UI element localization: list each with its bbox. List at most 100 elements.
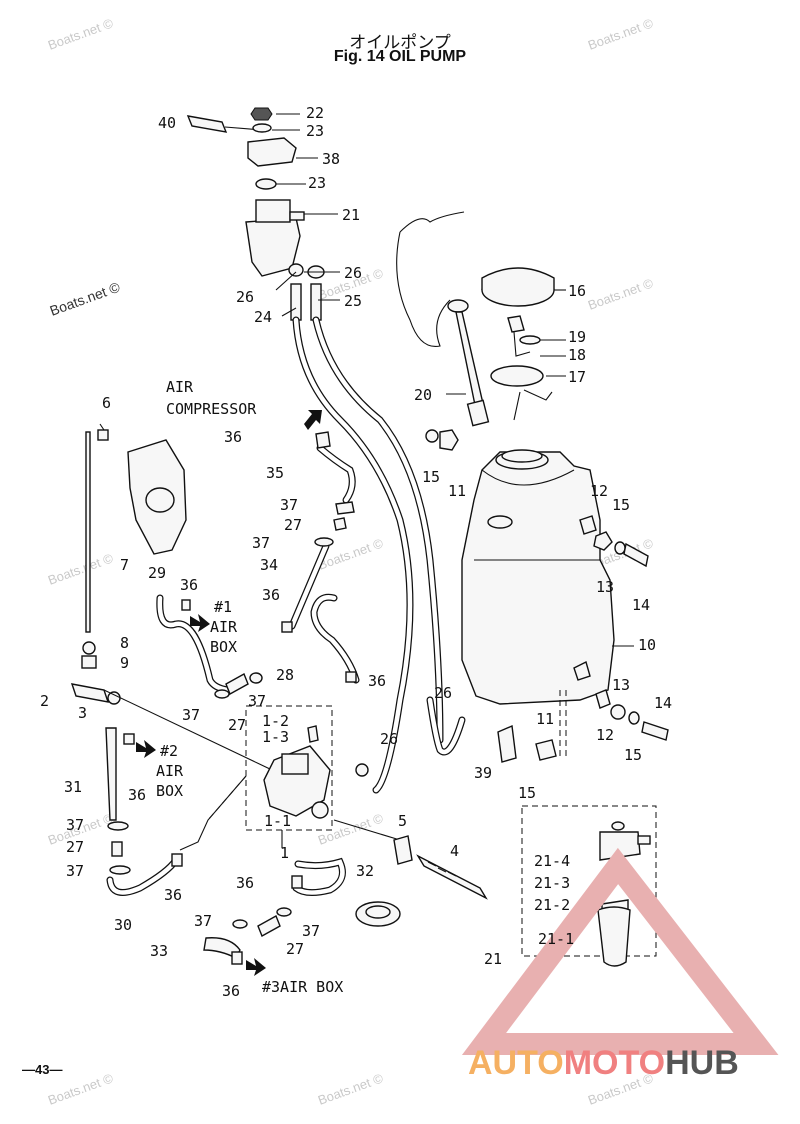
- tank-bracket-lower: [573, 660, 591, 681]
- air-box-2-label: #2: [160, 742, 178, 760]
- filter-21-1: [597, 906, 631, 967]
- callout: 9: [120, 654, 129, 672]
- filter-21-nipple: [289, 211, 305, 221]
- oil-tank-group: [425, 429, 669, 763]
- clamp-37-e: [107, 821, 129, 831]
- automotohub-logo: AUTOMOTOHUB: [461, 847, 779, 1082]
- leaders-17-19: [540, 339, 566, 377]
- air-box-2-label: AIR: [156, 762, 184, 780]
- callout: 21: [342, 206, 360, 224]
- callout: 26: [236, 288, 254, 306]
- fitting-36-h: [231, 951, 243, 965]
- callout: 36: [164, 886, 182, 904]
- direction-arrows: [136, 410, 322, 976]
- callout: 17: [568, 368, 586, 386]
- gasket-19: [519, 335, 541, 345]
- clip-26-left: [288, 263, 304, 277]
- figure-title: Fig. 14 OIL PUMP: [333, 48, 467, 65]
- callout: 25: [344, 292, 362, 310]
- callout: 26: [434, 684, 452, 702]
- grommet-11-lower: [535, 739, 557, 761]
- logo-wordmark: AUTOMOTOHUB: [468, 1044, 739, 1082]
- washer-15-right: [614, 541, 626, 555]
- callout: 23: [306, 122, 324, 140]
- callout: 1-1: [264, 812, 291, 830]
- callout: 14: [654, 694, 672, 712]
- clamp-37-g: [232, 919, 248, 929]
- callout: 15: [422, 468, 440, 486]
- drive-shaft-group: [355, 835, 488, 927]
- callout: 33: [150, 942, 168, 960]
- callout: 5: [398, 812, 407, 830]
- tank-cap-group: [396, 211, 566, 427]
- callout: 26: [344, 264, 362, 282]
- grommet-13: [593, 531, 613, 551]
- fittings-group: [105, 431, 357, 965]
- joint-9: [81, 655, 97, 669]
- filter-21-4: [599, 831, 641, 861]
- nut-8: [82, 641, 96, 655]
- callout: 10: [638, 636, 656, 654]
- callout: 23: [308, 174, 326, 192]
- pipe-31: [105, 727, 117, 821]
- air-box-3-label: #3AIR BOX: [262, 978, 343, 996]
- pipe-25: [310, 283, 322, 321]
- callout: 13: [596, 578, 614, 596]
- callout: 37: [66, 816, 84, 834]
- air-box-1-label: #1: [214, 598, 232, 616]
- callout: 20: [414, 386, 432, 404]
- mount-dashed-lines: [559, 690, 567, 760]
- callout: 13: [612, 676, 630, 694]
- callout: 36: [180, 576, 198, 594]
- shaft-2: [70, 683, 110, 703]
- washer-15: [425, 429, 439, 443]
- callout: 21: [484, 950, 502, 968]
- callout: 38: [322, 150, 340, 168]
- filter-dashed-box: [521, 805, 657, 957]
- sensor-19: [507, 315, 525, 333]
- joint-27: [333, 517, 347, 531]
- wire-17: [513, 389, 553, 421]
- callout: 27: [284, 516, 302, 534]
- clamp-37-b: [314, 537, 334, 547]
- title-japanese: オイルポンプ: [349, 33, 451, 53]
- callout: 21-1: [538, 930, 574, 948]
- tank-outlet: [487, 515, 513, 529]
- tank-seam: [474, 469, 600, 561]
- oil-pump-group: [179, 705, 401, 851]
- callout: 14: [632, 596, 650, 614]
- callout: 1-2: [262, 712, 289, 730]
- callout: 40: [158, 114, 176, 132]
- callout: 8: [120, 634, 129, 652]
- oil-tank-10: [461, 451, 615, 705]
- wire-harness: [396, 211, 465, 348]
- pump-dashed-box: [245, 705, 333, 831]
- callout: 24: [254, 308, 272, 326]
- collar-12-lower: [595, 689, 611, 709]
- wire-18: [513, 331, 531, 357]
- nipple-1-3: [307, 725, 319, 743]
- washer-23: [252, 123, 272, 133]
- joint-27-c: [111, 841, 123, 857]
- oring-1-1: [311, 801, 329, 819]
- watermark-text: Boats.net ©: [46, 550, 116, 588]
- callout: 36: [262, 586, 280, 604]
- bolt-14: [623, 542, 649, 568]
- washer-23-lower: [255, 178, 277, 190]
- callout: 36: [368, 672, 386, 690]
- dash-leader: [179, 775, 247, 851]
- arrow-icon: [304, 410, 322, 430]
- clamp-37-h: [276, 907, 292, 917]
- callout: 16: [568, 282, 586, 300]
- rod-7: [85, 431, 91, 633]
- clip-26-pump: [355, 763, 369, 777]
- callout: 34: [260, 556, 278, 574]
- hose-group: [106, 316, 466, 897]
- gauge-20-top: [447, 299, 469, 313]
- annotation-group: AIR COMPRESSOR #1 AIR BOX #2 AIR BOX #3A…: [156, 378, 343, 996]
- fitting-36-e: [123, 733, 135, 745]
- linkage-group: [70, 423, 301, 791]
- callout: 27: [286, 940, 304, 958]
- watermark-text-dark: Boats.net ©: [48, 278, 123, 318]
